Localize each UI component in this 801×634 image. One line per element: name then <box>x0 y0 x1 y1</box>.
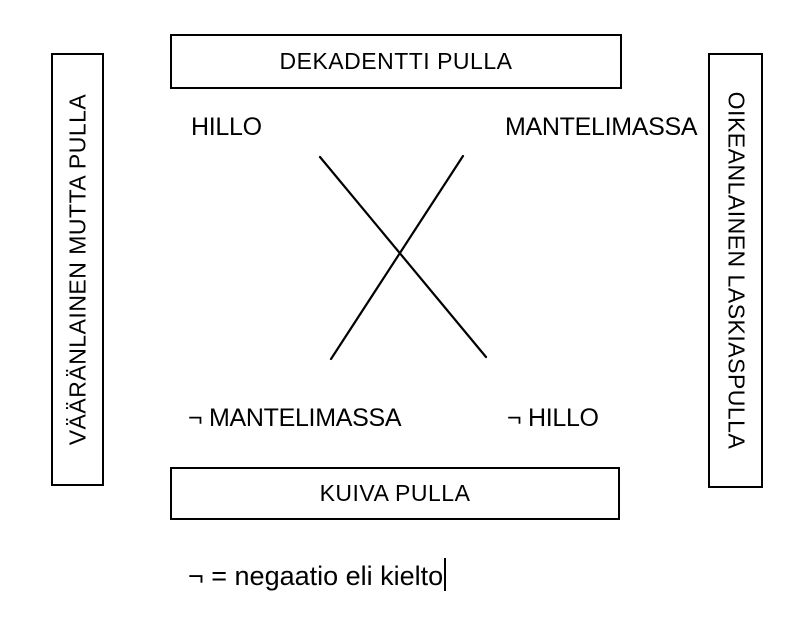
corner-term-bottom-left: ¬ MANTELIMASSA <box>188 404 402 432</box>
caption-text[interactable]: ¬ = negaatio eli kielto <box>188 561 444 591</box>
text-cursor <box>444 558 447 591</box>
diagonal-line-nw-se <box>318 155 488 359</box>
diagonal-line-ne-sw <box>329 154 465 361</box>
corner-term-top-left: HILLO <box>191 113 262 141</box>
bottom-term-label: KUIVA PULLA <box>319 480 471 506</box>
top-term-box: DEKADENTTI PULLA <box>170 34 622 89</box>
right-term-box: OIKEANLAINEN LASKIASPULLA <box>708 53 763 488</box>
caption-line[interactable]: ¬ = negaatio eli kielto <box>188 558 447 593</box>
top-term-label: DEKADENTTI PULLA <box>279 48 513 74</box>
bottom-term-box: KUIVA PULLA <box>170 467 620 520</box>
corner-term-bottom-right: ¬ HILLO <box>507 404 599 432</box>
left-term-box: VÄÄRÄNLAINEN MUTTA PULLA <box>51 53 104 486</box>
corner-term-top-right: MANTELIMASSA <box>505 113 698 141</box>
right-term-label: OIKEANLAINEN LASKIASPULLA <box>723 91 749 450</box>
left-term-label: VÄÄRÄNLAINEN MUTTA PULLA <box>64 93 90 446</box>
